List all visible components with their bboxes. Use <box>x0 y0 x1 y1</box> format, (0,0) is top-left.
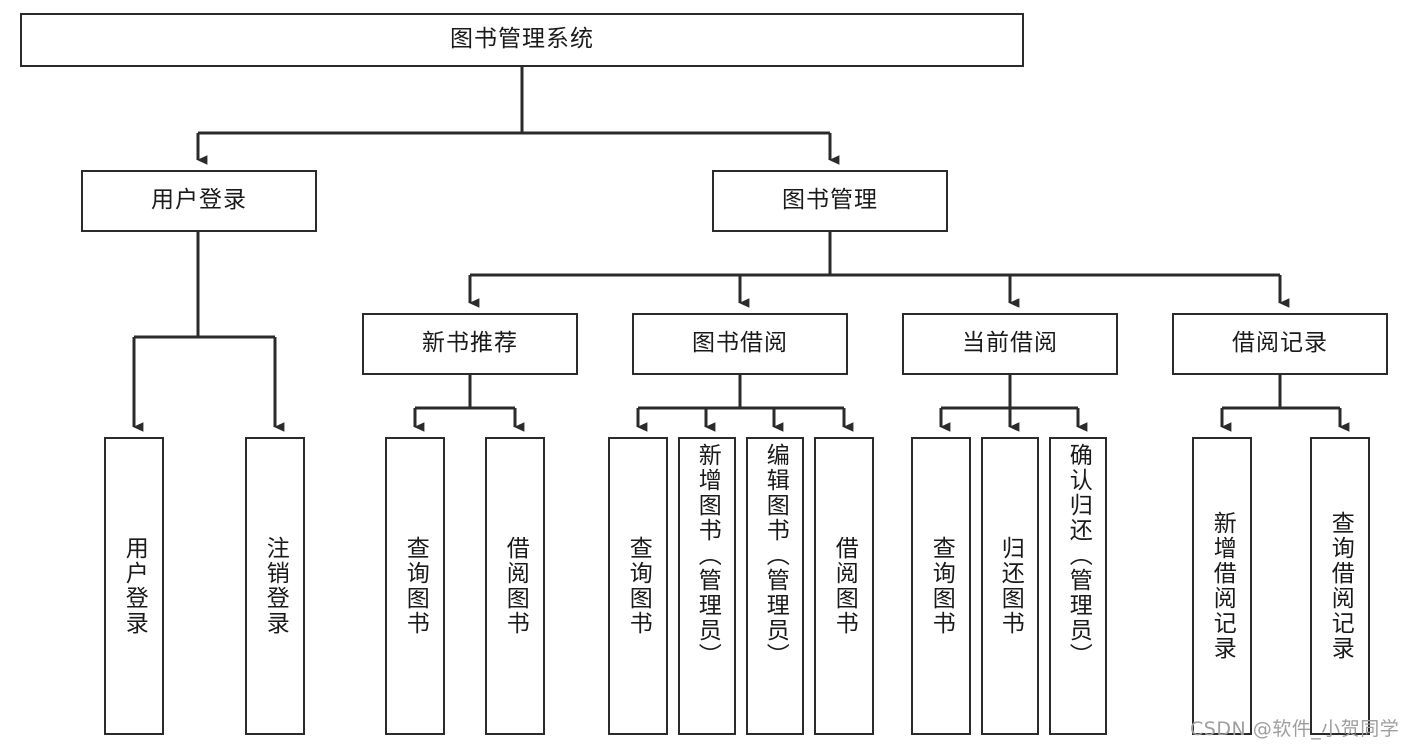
leaf-current-return-book[interactable]: 归还图书 <box>981 437 1039 735</box>
leaf-current-query-book[interactable]: 查询图书 <box>911 437 971 735</box>
leaf-user-login[interactable]: 用户登录 <box>104 437 164 735</box>
node-book-management[interactable]: 图书管理 <box>712 170 948 232</box>
node-borrow-record-label: 借阅记录 <box>1232 330 1328 357</box>
leaf-newbook-borrow-book[interactable]: 借阅图书 <box>485 437 545 735</box>
node-book-borrow[interactable]: 图书借阅 <box>632 313 848 375</box>
node-borrow-record[interactable]: 借阅记录 <box>1172 313 1388 375</box>
leaf-borrow-edit-book-admin-label: 编辑图书（管理员） <box>762 443 789 668</box>
leaf-current-confirm-return-admin-label: 确认归还（管理员） <box>1065 443 1092 668</box>
node-new-book-recommend-label: 新书推荐 <box>422 330 518 357</box>
leaf-newbook-borrow-book-label: 借阅图书 <box>502 536 529 636</box>
leaf-borrow-borrow-book[interactable]: 借阅图书 <box>814 437 874 735</box>
leaf-record-add-record-label: 新增借阅记录 <box>1209 511 1236 661</box>
leaf-record-add-record[interactable]: 新增借阅记录 <box>1192 437 1252 735</box>
node-book-management-label: 图书管理 <box>782 187 878 214</box>
leaf-borrow-query-book[interactable]: 查询图书 <box>608 437 668 735</box>
csdn-watermark: CSDN @软件_小贺同学 <box>1190 718 1400 740</box>
leaf-borrow-query-book-label: 查询图书 <box>625 536 652 636</box>
leaf-current-return-book-label: 归还图书 <box>997 536 1024 636</box>
leaf-newbook-query-book-label: 查询图书 <box>402 536 429 636</box>
leaf-borrow-add-book-admin[interactable]: 新增图书（管理员） <box>678 437 736 735</box>
leaf-logout-label: 注销登录 <box>262 536 289 636</box>
leaf-borrow-add-book-admin-label: 新增图书（管理员） <box>694 443 721 668</box>
leaf-user-login-label: 用户登录 <box>121 536 148 636</box>
leaf-current-query-book-label: 查询图书 <box>928 536 955 636</box>
node-current-borrow[interactable]: 当前借阅 <box>902 313 1118 375</box>
leaf-newbook-query-book[interactable]: 查询图书 <box>385 437 445 735</box>
leaf-logout[interactable]: 注销登录 <box>245 437 305 735</box>
leaf-current-confirm-return-admin[interactable]: 确认归还（管理员） <box>1049 437 1107 735</box>
node-book-borrow-label: 图书借阅 <box>692 330 788 357</box>
node-root[interactable]: 图书管理系统 <box>20 13 1024 67</box>
leaf-record-query-record-label: 查询借阅记录 <box>1327 511 1354 661</box>
leaf-record-query-record[interactable]: 查询借阅记录 <box>1310 437 1370 735</box>
node-root-label: 图书管理系统 <box>450 26 594 53</box>
leaf-borrow-borrow-book-label: 借阅图书 <box>831 536 858 636</box>
node-current-borrow-label: 当前借阅 <box>962 330 1058 357</box>
leaf-borrow-edit-book-admin[interactable]: 编辑图书（管理员） <box>746 437 804 735</box>
node-user-login-label: 用户登录 <box>151 187 247 214</box>
node-new-book-recommend[interactable]: 新书推荐 <box>362 313 578 375</box>
node-user-login[interactable]: 用户登录 <box>81 170 317 232</box>
